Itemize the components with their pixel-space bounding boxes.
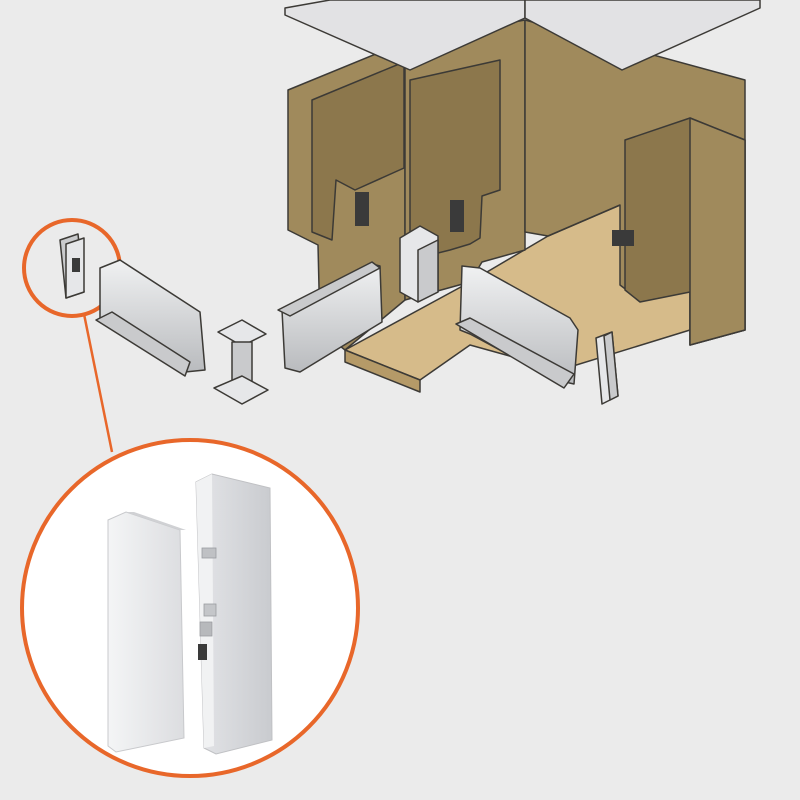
inner-corner-connector <box>213 319 269 405</box>
corner-cabinet <box>284 0 761 393</box>
profile-left-lip <box>95 311 191 377</box>
magnified-clip-dark <box>198 644 207 660</box>
profile-middle-lip <box>277 261 381 317</box>
profile-right-lip <box>455 317 575 389</box>
outer-corner-side <box>417 239 439 303</box>
magnified-clip-2 <box>203 603 217 617</box>
magnified-clip-1 <box>201 547 217 559</box>
profile-right-body <box>459 265 579 385</box>
callout-leader-line <box>82 313 114 453</box>
cabinet-left-wall-notch <box>311 61 405 241</box>
magnified-circle-fill <box>22 440 358 776</box>
cabinet-floor-front-edge <box>344 349 421 393</box>
magnified-circle-border <box>20 438 360 778</box>
end-cap-right <box>595 331 619 405</box>
magnified-clip-3 <box>199 621 213 637</box>
end-cap-right-side <box>603 331 619 401</box>
straight-profile-left <box>95 259 206 377</box>
straight-profile-middle <box>277 261 383 373</box>
magnified-cap-outer <box>107 511 185 753</box>
end-cap-part <box>59 233 85 299</box>
magnified-view <box>20 438 360 778</box>
wall-clip-right <box>612 230 634 246</box>
wall-clip-center <box>450 200 464 232</box>
countertop-right <box>524 0 761 71</box>
cabinet-right-end-face <box>689 117 746 346</box>
straight-profile-right <box>455 265 579 389</box>
magnified-cap-edge <box>126 512 186 530</box>
outer-corner-connector <box>399 225 439 303</box>
corner-connector-base <box>213 375 269 405</box>
wall-clip-left <box>355 192 369 226</box>
end-cap-clip <box>72 258 80 272</box>
